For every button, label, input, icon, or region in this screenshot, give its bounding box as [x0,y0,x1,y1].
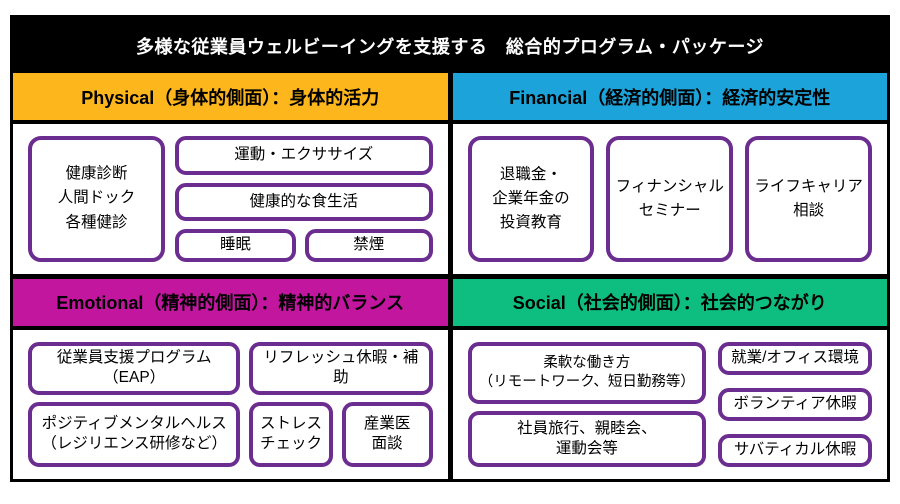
emotional-bottom-row: ポジティブメンタルヘルス （レジリエンス研修など） ストレス チェック 産業医 … [28,401,433,467]
item-life-career-consult: ライフキャリア 相談 [745,136,872,262]
item-flexible-work: 柔軟な働き方 （リモートワーク、短日勤務等） [467,341,707,404]
social-body: 柔軟な働き方 （リモートワーク、短日勤務等） 社員旅行、親睦会、 運動会等 就業… [452,329,887,479]
quadrant-financial: Financial（経済的側面）：経済的安定性 退職金・ 企業年金の 投資教育 … [452,73,887,274]
quadrant-grid: Physical（身体的側面）：身体的活力 健康診断 人間ドック 各種健診 運動… [13,73,887,479]
item-eap: 従業員支援プログラム （EAP） [28,341,241,395]
physical-bottom-row: 睡眠 禁煙 [175,229,433,262]
item-positive-mental-health: ポジティブメンタルヘルス （レジリエンス研修など） [28,401,241,467]
quadrant-emotional: Emotional（精神的側面）：精神的バランス 従業員支援プログラム （EAP… [13,278,448,479]
item-no-smoking: 禁煙 [304,229,433,262]
quadrant-social: Social（社会的側面）：社会的つながり 柔軟な働き方 （リモートワーク、短日… [452,278,887,479]
banner-title: 多様な従業員ウェルビーイングを支援する 総合的プログラム・パッケージ [13,18,887,73]
item-pension-education: 退職金・ 企業年金の 投資教育 [467,136,595,262]
quadrant-physical: Physical（身体的側面）：身体的活力 健康診断 人間ドック 各種健診 運動… [13,73,448,274]
financial-header: Financial（経済的側面）：経済的安定性 [452,73,887,120]
item-healthy-diet: 健康的な食生活 [175,182,433,222]
item-stress-check: ストレス チェック [249,401,333,467]
item-exercise: 運動・エクササイズ [175,136,433,175]
social-header: Social（社会的側面）：社会的つながり [452,278,887,326]
social-right-column: 就業/オフィス環境 ボランティア休暇 サバティカル休暇 [718,341,872,468]
emotional-top-row: 従業員支援プログラム （EAP） リフレッシュ休暇・補助 [28,341,433,395]
item-sabbatical-leave: サバティカル休暇 [718,433,872,468]
item-occupational-doctor: 産業医 面談 [341,401,433,467]
item-company-trip: 社員旅行、親睦会、 運動会等 [467,410,707,467]
physical-right-column: 運動・エクササイズ 健康的な食生活 睡眠 禁煙 [175,136,433,262]
item-volunteer-leave: ボランティア休暇 [718,387,872,421]
emotional-header: Emotional（精神的側面）：精神的バランス [13,278,448,326]
item-refresh-leave: リフレッシュ休暇・補助 [249,341,433,395]
physical-header: Physical（身体的側面）：身体的活力 [13,73,448,120]
social-left-column: 柔軟な働き方 （リモートワーク、短日勤務等） 社員旅行、親睦会、 運動会等 [467,341,707,467]
item-health-checkup: 健康診断 人間ドック 各種健診 [28,136,165,262]
diagram-frame: 多様な従業員ウェルビーイングを支援する 総合的プログラム・パッケージ Physi… [10,15,890,482]
emotional-body: 従業員支援プログラム （EAP） リフレッシュ休暇・補助 ポジティブメンタルヘル… [13,329,448,479]
financial-body: 退職金・ 企業年金の 投資教育 フィナンシャル セミナー ライフキャリア 相談 [452,124,887,274]
item-sleep: 睡眠 [175,229,296,262]
item-financial-seminar: フィナンシャル セミナー [606,136,734,262]
physical-body: 健康診断 人間ドック 各種健診 運動・エクササイズ 健康的な食生活 睡眠 禁煙 [13,124,448,274]
item-office-environment: 就業/オフィス環境 [718,341,872,375]
